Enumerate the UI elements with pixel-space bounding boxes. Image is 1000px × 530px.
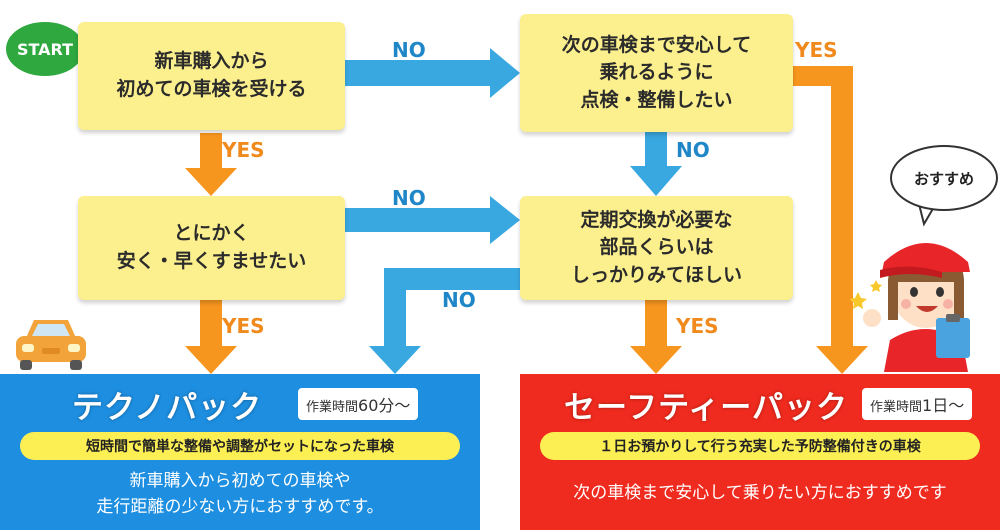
safety-pack-description: 次の車検まで安心して乗りたい方におすすめです	[573, 483, 947, 503]
label-no-3: NO	[392, 186, 426, 210]
recommend-bubble: おすすめ	[890, 145, 998, 211]
arrow-q2-to-techno	[185, 300, 237, 374]
label-no-2: NO	[676, 138, 710, 162]
arrow-q1-to-q3	[345, 48, 520, 98]
safety-pack-panel: セーフティーパック 作業時間1日〜 １日お預かりして行う充実した予防整備付きの車…	[520, 374, 1000, 530]
question-parts-replacement: 定期交換が必要な 部品くらいは しっかりみてほしい	[520, 196, 793, 300]
label-yes-1: YES	[222, 138, 265, 162]
techno-pack-panel: テクノパック 作業時間60分〜 短時間で簡単な整備や調整がセットになった車検 新…	[0, 374, 480, 530]
techno-time-value: 60分〜	[358, 396, 411, 415]
techno-pack-description: 新車購入から初めての車検や 走行距離の少ない方におすすめです。	[96, 471, 384, 518]
mechanic-character-icon	[850, 243, 970, 372]
safety-pack-title: セーフティーパック	[564, 390, 848, 426]
label-yes-3: YES	[795, 38, 838, 62]
safety-pack-tagline: １日お預かりして行う充実した予防整備付きの車検	[540, 432, 980, 460]
arrow-q4-to-safety	[630, 300, 682, 374]
label-no-4: NO	[442, 288, 476, 312]
arrow-q1-to-q2	[185, 133, 237, 196]
question-first-inspection: 新車購入から 初めての車検を受ける	[78, 22, 345, 130]
safety-time-prefix: 作業時間	[870, 400, 923, 415]
safety-time-value: 1日〜	[922, 396, 965, 415]
label-yes-2: YES	[222, 314, 265, 338]
arrow-q4-to-techno	[369, 268, 520, 374]
start-badge: START	[6, 22, 84, 76]
techno-pack-title: テクノパック	[72, 390, 263, 426]
arrow-q3-to-q4	[630, 132, 682, 196]
label-yes-4: YES	[676, 314, 719, 338]
techno-pack-tagline: 短時間で簡単な整備や調整がセットになった車検	[20, 432, 460, 460]
arrow-q2-to-q4	[345, 196, 520, 244]
question-cheap-fast: とにかく 安く・早くすませたい	[78, 196, 345, 300]
arrow-q3-to-safety	[793, 66, 868, 374]
car-icon	[16, 320, 86, 370]
question-peace-of-mind: 次の車検まで安心して 乗れるように 点検・整備したい	[520, 14, 793, 132]
techno-time-prefix: 作業時間	[306, 400, 359, 415]
safety-pack-time: 作業時間1日〜	[862, 388, 973, 420]
label-no-1: NO	[392, 38, 426, 62]
techno-pack-time: 作業時間60分〜	[298, 388, 419, 420]
